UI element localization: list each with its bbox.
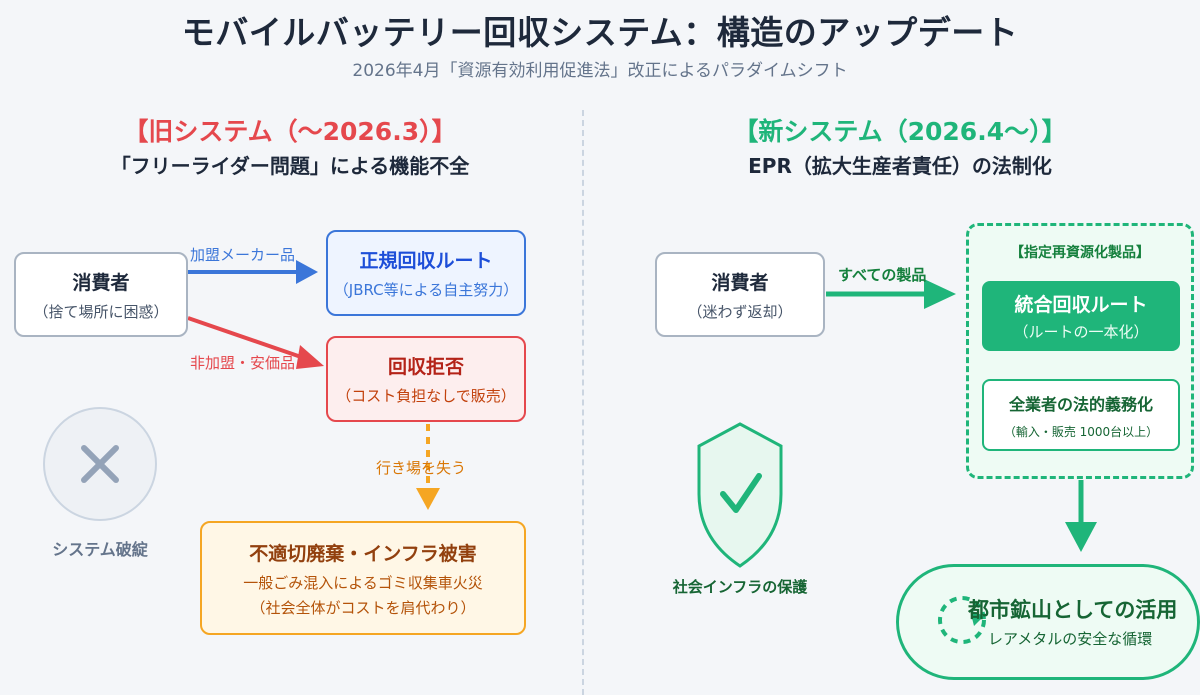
designated-label: 【指定再資源化製品】 [1010, 245, 1150, 261]
member-arrow-label: 加盟メーカー品 [190, 246, 296, 264]
new-system-subheading: EPR（拡大生産者責任）の法制化 [748, 154, 1052, 178]
page-subtitle: 2026年4月「資源有効利用促進法」改正によるパラダイムシフト [352, 61, 848, 81]
to-urban-mine-arrow-head [1065, 522, 1097, 552]
all-products-label: すべての製品 [838, 266, 927, 284]
old-consumer-title: 消費者 [72, 271, 130, 294]
lost-arrow-label: 行き場を失う [376, 459, 467, 477]
obligation-sub: （輸入・販売 1000台以上） [1003, 424, 1159, 439]
shield-check-icon [697, 422, 783, 568]
member-arrow-head [296, 260, 318, 284]
damage-line2: （社会全体がコストを肩代わり） [250, 598, 476, 617]
new-system-heading: 【新システム（2026.4〜）】 [733, 117, 1067, 146]
urban-mine-sub: レアメタルの安全な循環 [988, 630, 1153, 648]
regular-route-title: 正規回収ルート [359, 250, 493, 272]
old-system-heading: 【旧システム（〜2026.3）】 [123, 117, 457, 146]
section-divider [582, 110, 584, 695]
regular-route-box: 正規回収ルート （JBRC等による自主努力） [326, 230, 526, 316]
unified-route-title: 統合回収ルート [1014, 294, 1148, 316]
old-system-subheading: 「フリーライダー問題」による機能不全 [110, 154, 470, 178]
nonmember-arrow [187, 316, 305, 360]
new-consumer-sub: （迷わず返却） [687, 302, 793, 321]
page-title: モバイルバッテリー回収システム：構造のアップデート [181, 13, 1019, 52]
refusal-box: 回収拒否 （コスト負担なしで販売） [326, 336, 526, 422]
unified-route-sub: （ルートの一本化） [1013, 323, 1149, 341]
recycle-loop-icon [938, 596, 986, 644]
obligation-box: 全業者の法的義務化 （輸入・販売 1000台以上） [982, 379, 1180, 451]
old-consumer-box: 消費者 （捨て場所に困惑） [14, 252, 188, 337]
regular-route-sub: （JBRC等による自主努力） [333, 281, 519, 299]
damage-line1: 一般ごみ混入によるゴミ収集車火災 [243, 573, 483, 592]
nonmember-arrow-label: 非加盟・安価品 [190, 354, 296, 372]
obligation-title: 全業者の法的義務化 [1008, 394, 1153, 414]
lost-arrow-head [416, 488, 440, 510]
new-consumer-title: 消費者 [711, 271, 769, 294]
damage-box: 不適切廃棄・インフラ被害 一般ごみ混入によるゴミ収集車火災 （社会全体がコストを… [200, 521, 526, 635]
refusal-title: 回収拒否 [387, 356, 464, 378]
new-consumer-box: 消費者 （迷わず返却） [655, 252, 825, 337]
old-consumer-sub: （捨て場所に困惑） [33, 302, 169, 321]
protection-label: 社会インフラの保護 [672, 578, 808, 596]
unified-route-box: 統合回収ルート （ルートの一本化） [982, 281, 1180, 351]
urban-mine-box [896, 564, 1200, 680]
damage-title: 不適切廃棄・インフラ被害 [249, 542, 477, 565]
x-circle-icon [43, 407, 157, 521]
urban-mine-title: 都市鉱山としての活用 [968, 598, 1178, 622]
failure-label: システム破綻 [52, 540, 148, 559]
all-products-arrow-head [924, 279, 956, 309]
refusal-sub: （コスト負担なしで販売） [336, 387, 516, 405]
nonmember-arrow-head [296, 345, 324, 369]
